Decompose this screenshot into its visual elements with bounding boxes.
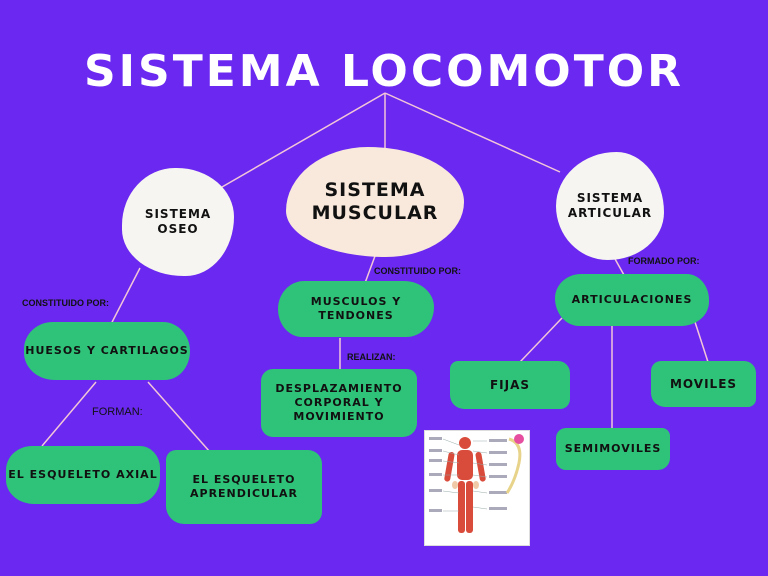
node-musculos-tendones[interactable]: MUSCULOS Y TENDONES — [278, 281, 434, 337]
node-label: SISTEMA OSEO — [144, 207, 212, 236]
muscular-anatomy-illustration — [424, 430, 530, 546]
node-label: ARTICULACIONES — [571, 293, 693, 306]
node-desplazamiento[interactable]: DESPLAZAMIENTO CORPORAL Y MOVIMIENTO — [261, 369, 417, 437]
label-forman: FORMAN: — [92, 406, 143, 418]
page-title: SISTEMA LOCOMOTOR — [83, 46, 685, 97]
label-formado: FORMADO POR: — [628, 256, 700, 266]
node-label: HUESOS Y CARTILAGOS — [25, 344, 189, 357]
node-huesos-cartilagos[interactable]: HUESOS Y CARTILAGOS — [24, 322, 190, 380]
node-fijas[interactable]: FIJAS — [450, 361, 570, 409]
node-label: SISTEMA ARTICULAR — [567, 191, 653, 220]
node-label: EL ESQUELETO APRENDICULAR — [190, 473, 298, 500]
node-label: EL ESQUELETO AXIAL — [8, 468, 158, 481]
node-label: MOVILES — [669, 377, 738, 391]
node-label: DESPLAZAMIENTO CORPORAL Y MOVIMIENTO — [275, 382, 403, 423]
muscle-figure-icon — [429, 434, 524, 533]
node-semimoviles[interactable]: SEMIMOVILES — [556, 428, 670, 470]
node-sistema-articular[interactable]: SISTEMA ARTICULAR — [556, 152, 664, 260]
node-label: MUSCULOS Y TENDONES — [310, 295, 402, 322]
label-constituido-muscular: CONSTITUIDO POR: — [374, 266, 461, 276]
label-constituido-oseo: CONSTITUIDO POR: — [22, 298, 109, 308]
node-articulaciones[interactable]: ARTICULACIONES — [555, 274, 709, 326]
node-esqueleto-axial[interactable]: EL ESQUELETO AXIAL — [6, 446, 160, 504]
node-moviles[interactable]: MOVILES — [651, 361, 756, 407]
node-label: SEMIMOVILES — [564, 442, 662, 455]
node-label: FIJAS — [489, 378, 531, 392]
node-label: SISTEMA MUSCULAR — [311, 179, 439, 224]
node-esqueleto-aprendicular[interactable]: EL ESQUELETO APRENDICULAR — [166, 450, 322, 524]
label-realizan: REALIZAN: — [347, 352, 396, 362]
node-sistema-muscular[interactable]: SISTEMA MUSCULAR — [286, 147, 464, 257]
node-sistema-oseo[interactable]: SISTEMA OSEO — [122, 168, 234, 276]
